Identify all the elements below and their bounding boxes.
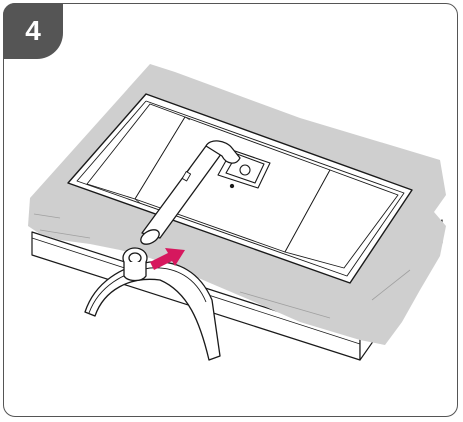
step-badge: 4 (3, 3, 63, 59)
screw-hole (230, 184, 233, 187)
step-number: 4 (25, 17, 41, 45)
